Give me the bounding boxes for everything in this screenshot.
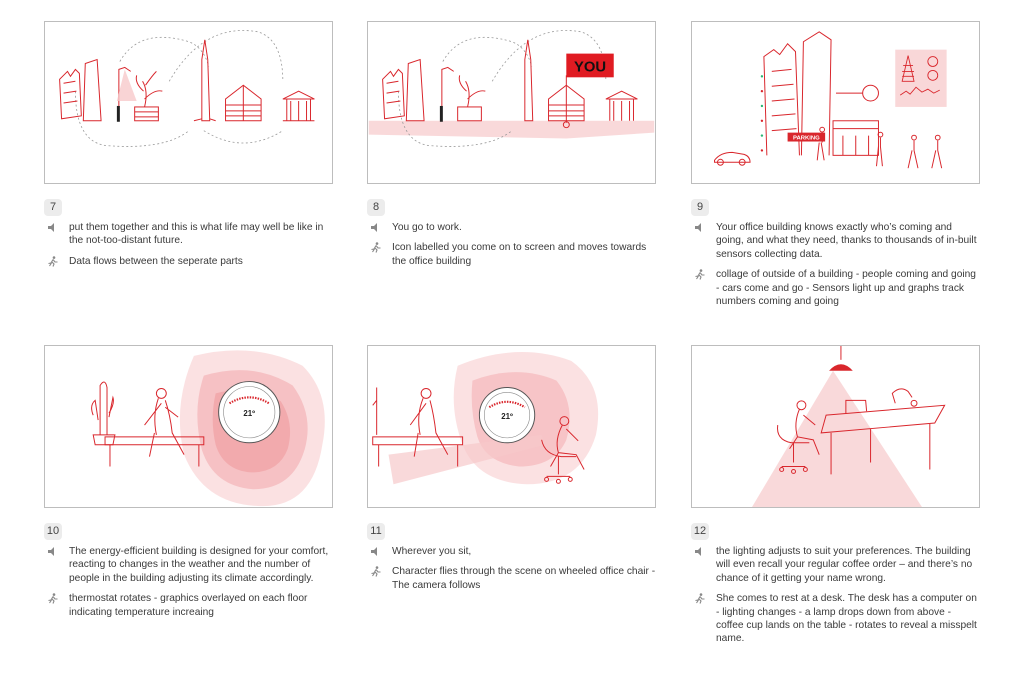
panel-9-number: 9	[691, 199, 709, 216]
city-parts-illustration	[59, 30, 315, 147]
speaker-icon	[47, 222, 61, 234]
running-person-icon	[370, 566, 384, 578]
storyboard-panel-11: 21º 11 Wherever you sit, Character flies…	[367, 345, 656, 592]
panel-10-frame: 21º	[44, 345, 333, 508]
panel-9-narration: Your office building knows exactly who’s…	[691, 221, 980, 261]
panel-8-direction: Icon labelled you come on to screen and …	[367, 241, 656, 268]
panel-11-number: 11	[367, 523, 385, 540]
desk-lighting-illustration	[752, 346, 946, 507]
panel-12-direction: She comes to rest at a desk. The desk ha…	[691, 592, 980, 646]
panel-9-frame: PARKING	[691, 21, 980, 184]
panel-10-direction: thermostat rotates - graphics overlayed …	[44, 592, 333, 619]
you-go-to-work-illustration: YOU	[368, 30, 655, 147]
office-building-sensors-illustration: PARKING	[714, 31, 947, 169]
running-person-icon	[694, 593, 708, 605]
panel-12-direction-text: She comes to rest at a desk. The desk ha…	[716, 593, 977, 645]
storyboard-panel-10: 21º 10 The energy-efficient building is …	[44, 345, 333, 619]
panel-12-narration: the lighting adjusts to suit your prefer…	[691, 545, 980, 585]
panel-8-frame: YOU	[367, 21, 656, 184]
panel-7-narration: put them together and this is what life …	[44, 221, 333, 248]
panel-11-narration: Wherever you sit,	[367, 545, 656, 558]
panel-10-direction-text: thermostat rotates - graphics overlayed …	[69, 593, 308, 618]
panel-7-direction: Data flows between the seperate parts	[44, 255, 333, 268]
running-person-icon	[47, 256, 61, 268]
panel-8-narration-text: You go to work.	[392, 222, 462, 233]
panel-7-narration-text: put them together and this is what life …	[69, 222, 324, 247]
running-person-icon	[47, 593, 61, 605]
panel-7-number: 7	[44, 199, 62, 216]
panel-12-narration-text: the lighting adjusts to suit your prefer…	[716, 546, 973, 584]
you-label: YOU	[574, 59, 606, 75]
speaker-icon	[47, 546, 61, 558]
storyboard-panel-7: 7 put them together and this is what lif…	[44, 21, 333, 268]
panel-11-direction-text: Character flies through the scene on whe…	[392, 566, 656, 591]
speaker-icon	[370, 546, 384, 558]
panel-12-number: 12	[691, 523, 709, 540]
panel-9-narration-text: Your office building knows exactly who’s…	[716, 222, 977, 260]
storyboard-panel-12: 12 the lighting adjusts to suit your pre…	[691, 345, 980, 646]
running-person-icon	[370, 242, 384, 254]
storyboard-panel-8: YOU 8 You go to work. Icon labelled you …	[367, 21, 656, 268]
running-person-icon	[694, 269, 708, 281]
you-flag-icon	[566, 53, 614, 78]
speaker-icon	[694, 546, 708, 558]
panel-11-narration-text: Wherever you sit,	[392, 546, 472, 557]
panel-10-narration: The energy-efficient building is designe…	[44, 545, 333, 585]
parking-sign-label: PARKING	[793, 136, 820, 142]
panel-12-frame	[691, 345, 980, 508]
office-chair-flight-illustration: 21º	[372, 352, 599, 485]
panel-9-direction-text: collage of outside of a building - peopl…	[716, 269, 976, 308]
panel-7-direction-text: Data flows between the seperate parts	[69, 255, 243, 267]
panel-8-direction-text: Icon labelled you come on to screen and …	[392, 242, 647, 267]
thermostat-temperature: 21º	[501, 412, 513, 421]
panel-8-number: 8	[367, 199, 385, 216]
panel-11-frame: 21º	[367, 345, 656, 508]
panel-8-narration: You go to work.	[367, 221, 656, 234]
panel-11-direction: Character flies through the scene on whe…	[367, 565, 656, 592]
speaker-icon	[694, 222, 708, 234]
thermostat-comfort-illustration: 21º	[91, 350, 325, 507]
panel-10-number: 10	[44, 523, 62, 540]
thermostat-temperature: 21º	[243, 409, 255, 418]
storyboard-panel-9: PARKING 9 Your office building knows exa…	[691, 21, 980, 308]
panel-10-narration-text: The energy-efficient building is designe…	[69, 546, 329, 584]
panel-7-frame	[44, 21, 333, 184]
panel-9-direction: collage of outside of a building - peopl…	[691, 268, 980, 308]
speaker-icon	[370, 222, 384, 234]
